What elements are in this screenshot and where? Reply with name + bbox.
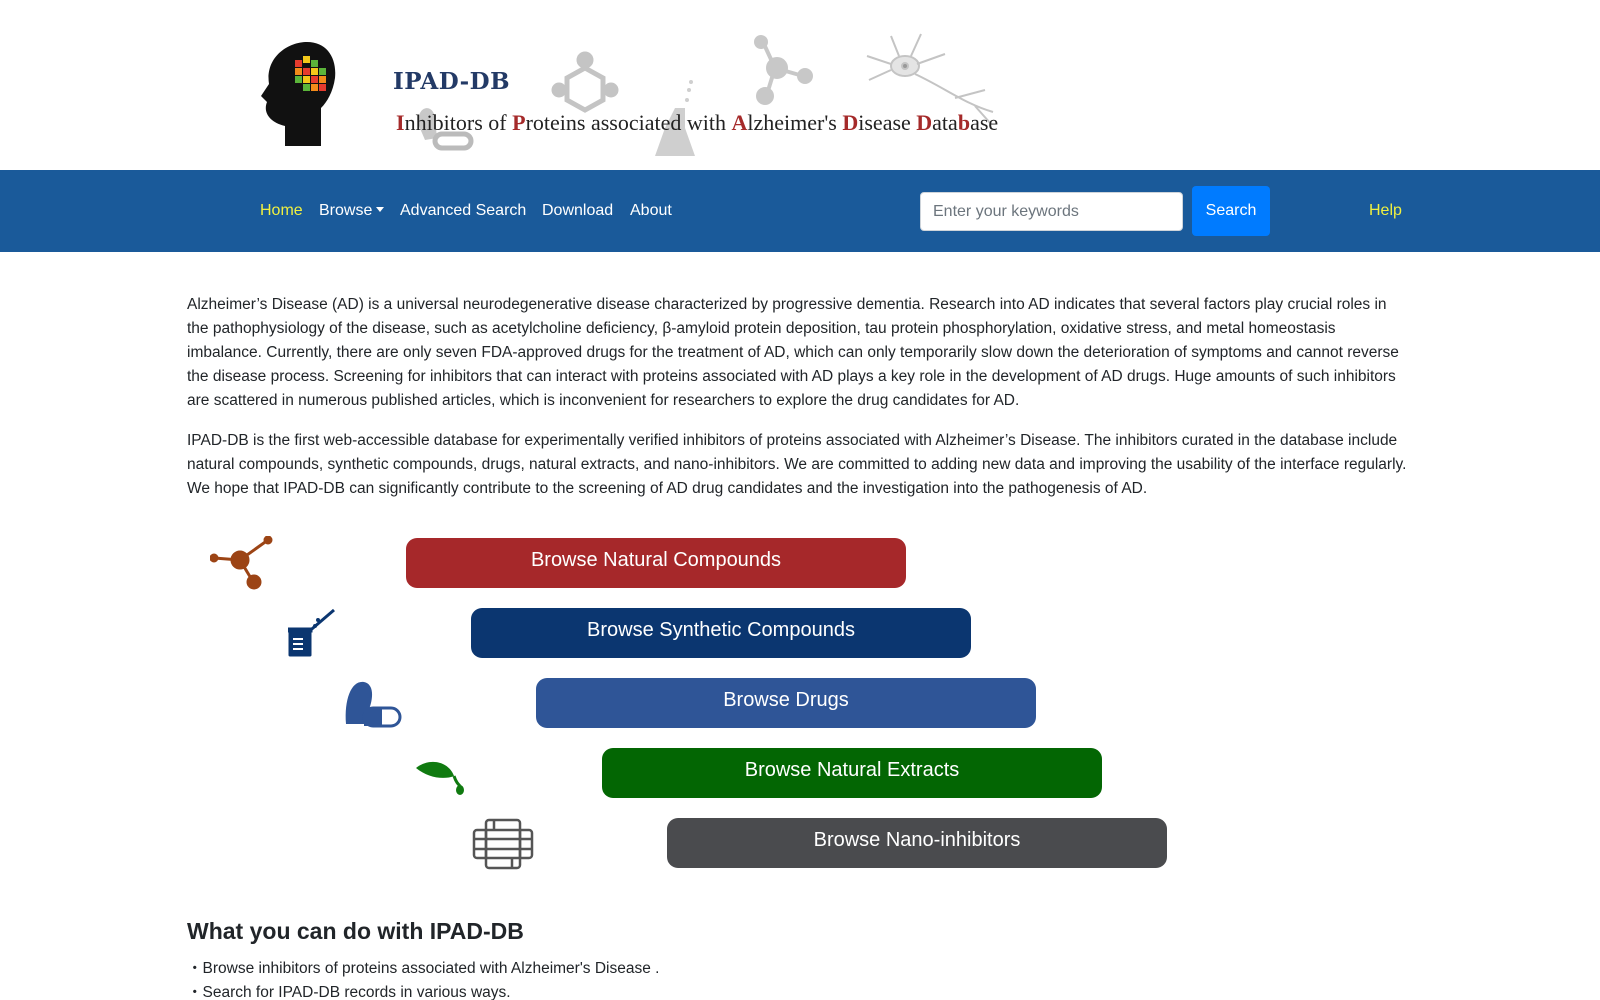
features-heading: What you can do with IPAD-DB	[187, 918, 524, 944]
synthetic-beaker-pipette-icon	[288, 608, 335, 657]
subtitle-text: isease	[858, 110, 917, 135]
nav-help[interactable]: Help	[1369, 202, 1402, 219]
browse-natural-extracts-button[interactable]: Browse Natural Extracts	[602, 748, 1102, 798]
subtitle-initial: b	[957, 110, 971, 135]
browse-drugs-button[interactable]: Browse Drugs	[536, 678, 1036, 728]
flask-icon	[655, 80, 695, 156]
subtitle-text: ase	[970, 110, 999, 135]
browse-natural-compounds-button[interactable]: Browse Natural Compounds	[406, 538, 906, 588]
drug-capsule-icon	[345, 681, 402, 728]
capsule-icon	[418, 108, 474, 151]
caret-down-icon	[376, 207, 385, 212]
nav-download[interactable]: Download	[542, 202, 614, 219]
subtitle-text: ata	[932, 110, 958, 135]
browse-nano-inhibitors-button[interactable]: Browse Nano-inhibitors	[667, 818, 1167, 868]
subtitle-text: nhibitors of	[404, 110, 513, 135]
site-subtitle: Inhibitors of Proteins associated with A…	[396, 110, 998, 136]
subtitle-initial: D	[842, 110, 859, 135]
intro-paragraph: Alzheimer’s Disease (AD) is a universal …	[187, 296, 1399, 409]
nav-about[interactable]: About	[630, 202, 672, 219]
neuron-icon	[866, 33, 994, 125]
list-item: ・Browse inhibitors of proteins associate…	[187, 960, 660, 977]
nav-browse-dropdown[interactable]: Browse	[319, 202, 385, 220]
subtitle-text: lzheimer's	[747, 110, 843, 135]
banner-illustration	[261, 33, 994, 156]
features-list: ・Browse inhibitors of proteins associate…	[187, 957, 659, 1000]
nano-inhibitor-structure-icon	[472, 818, 534, 870]
nav-home[interactable]: Home	[260, 202, 303, 219]
natural-extract-leaf-icon	[416, 761, 464, 795]
natural-compound-molecule-icon	[210, 536, 273, 590]
search-button[interactable]: Search	[1192, 186, 1270, 236]
browse-synthetic-compounds-button[interactable]: Browse Synthetic Compounds	[471, 608, 971, 658]
nav-browse-label: Browse	[319, 202, 373, 219]
subtitle-initial: A	[731, 110, 748, 135]
molecule-icon	[754, 35, 813, 105]
nav-advanced-search[interactable]: Advanced Search	[400, 202, 527, 219]
intro-paragraph: IPAD-DB is the first web-accessible data…	[187, 432, 1407, 497]
subtitle-initial: D	[916, 110, 933, 135]
header-banner: IPAD-DB Inhibitors of Proteins associate…	[0, 0, 1600, 170]
hexagon-molecule-icon	[551, 51, 619, 113]
site-title: IPAD-DB	[393, 68, 511, 95]
top-navbar: Home Browse Advanced Search Download Abo…	[0, 170, 1600, 252]
brain-head-logo-icon	[261, 42, 336, 146]
subtitle-initial: I	[396, 110, 405, 135]
list-item: ・Search for IPAD-DB records in various w…	[187, 984, 511, 1000]
subtitle-initial: P	[512, 110, 526, 135]
intro-section: Alzheimer’s Disease (AD) is a universal …	[187, 293, 1412, 517]
search-input[interactable]	[920, 192, 1183, 231]
subtitle-text: roteins associated with	[525, 110, 732, 135]
